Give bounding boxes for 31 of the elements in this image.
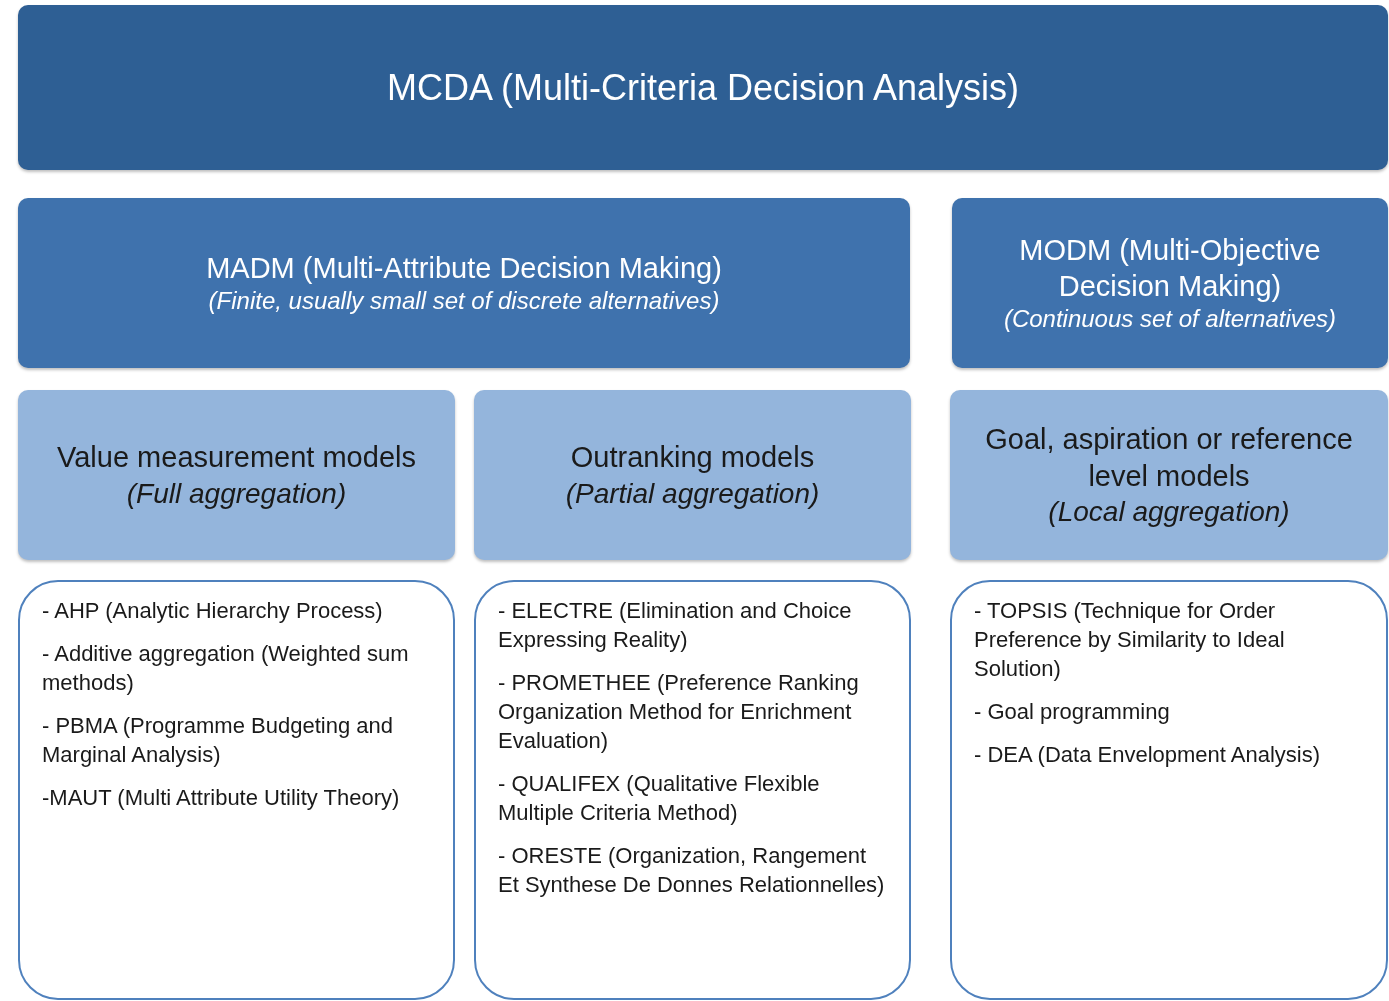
method-item: - ORESTE (Organization, Rangement Et Synthese De Donnes Relationnelles): [498, 842, 886, 900]
category-title: MCDA (Multi-Criteria Decision Analysis): [386, 66, 1020, 110]
method-item: - QUALIFEX (Qualitative Flexible Multiple Criteria Method): [498, 770, 821, 828]
category-title: Value measurement models: [57, 440, 416, 476]
method-list-box: [18, 580, 455, 1000]
method-item: - Additive aggregation (Weighted sum methods): [42, 640, 410, 698]
method-item: - ELECTRE (Elimination and Choice Expressing Reality): [498, 597, 853, 655]
category-title: Outranking models: [570, 440, 815, 476]
category-subtitle: (Local aggregation): [1048, 494, 1290, 529]
method-item: -MAUT (Multi Attribute Utility Theory): [42, 784, 400, 813]
method-item: - TOPSIS (Technique for Order Preference by Similarity to Ideal Solution): [974, 597, 1286, 684]
category-box: [18, 5, 1388, 170]
method-list-box: [474, 580, 911, 1000]
category-title: MADM (Multi-Attribute Decision Making): [206, 250, 722, 286]
category-subtitle: (Full aggregation): [126, 476, 347, 511]
category-box: [950, 390, 1388, 560]
method-list-box: [950, 580, 1388, 1000]
category-subtitle: (Continuous set of alternatives): [1003, 304, 1337, 335]
method-item: - Goal programming: [974, 698, 1170, 727]
method-item: - PBMA (Programme Budgeting and Marginal Analysis): [42, 712, 394, 770]
category-box: [18, 198, 910, 368]
category-title: MODM (Multi-Objective Decision Making): [1018, 232, 1322, 304]
category-box: [952, 198, 1388, 368]
category-subtitle: (Finite, usually small set of discrete alternatives): [208, 286, 720, 317]
category-box: [474, 390, 911, 560]
category-box: [18, 390, 455, 560]
method-item: - PROMETHEE (Preference Ranking Organization Method for Enrichment Evaluation): [498, 669, 860, 756]
method-item: - DEA (Data Envelopment Analysis): [974, 741, 1321, 770]
method-item: - AHP (Analytic Hierarchy Process): [42, 597, 383, 625]
category-subtitle: (Partial aggregation): [565, 476, 820, 511]
category-title: Goal, aspiration or reference level models: [984, 422, 1354, 494]
